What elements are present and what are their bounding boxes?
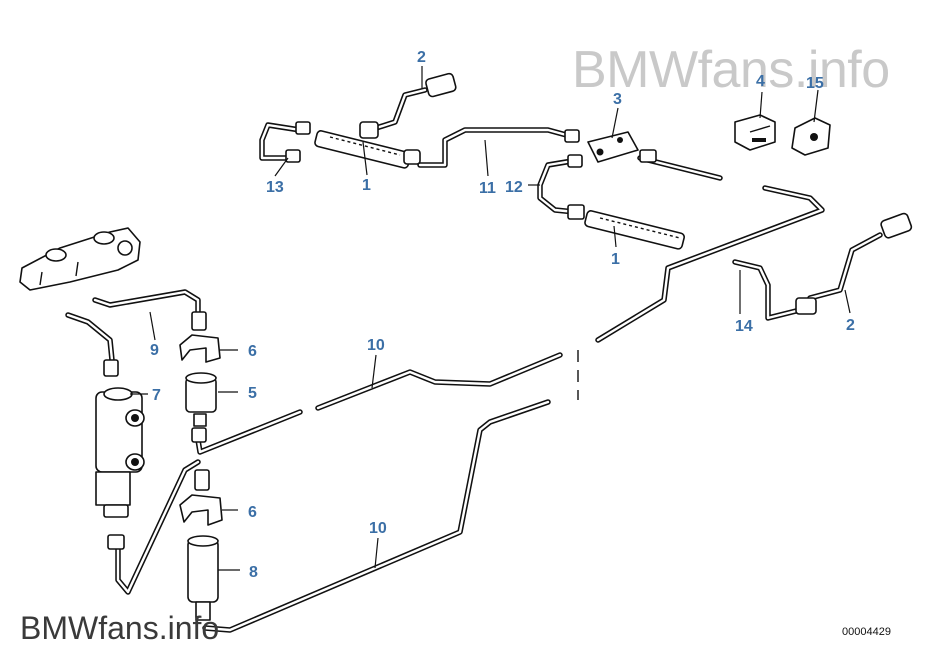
callout-10-lower: 10 — [369, 520, 387, 537]
callout-2-upper: 2 — [417, 49, 426, 66]
master-cylinder — [19, 227, 141, 291]
callout-6-upper: 6 — [248, 343, 257, 360]
clip-15 — [791, 117, 831, 156]
callout-14: 14 — [735, 318, 753, 335]
callout-11: 11 — [479, 180, 496, 197]
callout-13: 13 — [266, 179, 284, 196]
brake-tee-3 — [564, 129, 657, 168]
brake-line-9 — [65, 289, 201, 363]
callout-1-upper: 1 — [362, 177, 371, 194]
callout-3: 3 — [613, 91, 622, 108]
brake-line-12 — [537, 157, 581, 215]
clip-4 — [734, 114, 776, 151]
callout-4: 4 — [756, 73, 765, 90]
callout-5: 5 — [248, 385, 257, 402]
callout-2-lower: 2 — [846, 317, 855, 334]
callout-7: 7 — [152, 387, 161, 404]
brake-hose-1-lower — [567, 204, 685, 250]
brake-line-10-lower — [202, 399, 551, 633]
clip-6-upper — [179, 311, 221, 363]
callout-15: 15 — [806, 75, 824, 92]
diagram-number: 00004429 — [842, 626, 891, 638]
watermark-top: BMWfans.info — [572, 41, 890, 99]
callout-6-lower: 6 — [248, 504, 257, 521]
brake-hose-1-upper — [285, 121, 421, 169]
leader-lines — [130, 66, 851, 571]
brake-line-14 — [732, 259, 803, 321]
callout-1-lower: 1 — [611, 251, 620, 268]
component-5 — [185, 372, 217, 443]
callout-8: 8 — [249, 564, 258, 581]
pressure-regulator-7 — [95, 359, 145, 550]
callout-9: 9 — [150, 342, 159, 359]
callout-12: 12 — [505, 179, 523, 196]
brake-line-13-loop — [259, 122, 303, 161]
brake-line-11 — [417, 127, 573, 168]
brake-hose-2-lower — [795, 212, 913, 315]
brake-line-10-upper — [195, 352, 563, 455]
clip-6-lower — [179, 469, 223, 526]
component-8 — [187, 535, 219, 621]
callout-10-upper: 10 — [367, 337, 385, 354]
brake-line-to-valve — [115, 459, 201, 595]
watermark-bottom: BMWfans.info — [20, 610, 220, 646]
brake-hose-2-upper — [359, 72, 457, 139]
